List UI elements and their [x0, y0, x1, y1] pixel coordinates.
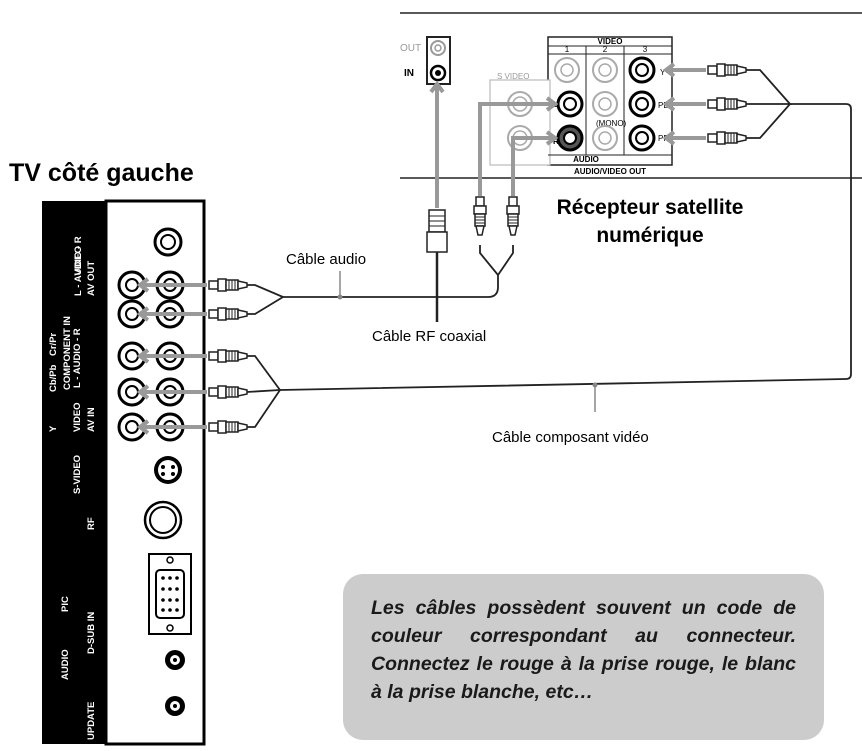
tv-d-sub-connector — [148, 553, 192, 635]
tv-label-audio-lr-top: L - AUDIO - R — [73, 236, 84, 296]
tv-label-video-top: VIDEO — [73, 246, 84, 276]
receiver-video-1-2-jacks — [554, 57, 618, 151]
tv-label-pic: PIC — [60, 596, 71, 612]
tv-side-panel: AV OUT L - AUDIO - R VIDEO COMPONENT IN … — [42, 199, 206, 746]
tv-pc-audio-jack — [165, 650, 185, 670]
audio-cable — [247, 245, 514, 315]
color-code-note: Les câbles possèdent souvent un code de … — [343, 574, 824, 740]
rf-cable-label: Câble RF coaxial — [372, 328, 486, 345]
tv-s-video-jack — [154, 456, 182, 484]
component-video-arrows — [136, 62, 706, 435]
tv-side-title: TV côté gauche — [9, 159, 194, 187]
audio-arrows — [136, 96, 559, 322]
receiver-title-line1: Récepteur satellite — [557, 196, 744, 219]
tv-rf-out-jack — [153, 227, 183, 257]
rf-coaxial-cable — [426, 80, 448, 322]
receiver-rear-panel: OUT IN VIDEO 1 2 3 S VIDEO L R (MONO) AU… — [400, 12, 862, 179]
tv-label-av-in: AV IN — [86, 407, 97, 432]
receiver-label-r: R — [553, 137, 559, 146]
receiver-rf-in-jack — [429, 64, 447, 82]
receiver-label-in: IN — [404, 68, 414, 79]
receiver-title-line2: numérique — [596, 224, 703, 247]
tv-label-rf: RF — [86, 517, 97, 530]
receiver-component-jacks — [628, 56, 656, 152]
tv-label-cb-pb: Cb/Pb — [48, 364, 59, 392]
receiver-label-video: VIDEO — [598, 37, 623, 46]
receiver-label-out: OUT — [400, 43, 421, 54]
tv-update-jack — [165, 696, 185, 716]
receiver-label-pb: PB — [658, 101, 669, 110]
receiver-audio-r-jack — [556, 124, 584, 152]
tv-label-av-out: AV OUT — [86, 261, 97, 296]
receiver-label-av-out: AUDIO/VIDEO OUT — [574, 167, 646, 176]
receiver-label-col3: 3 — [643, 45, 648, 54]
audio-cable-label: Câble audio — [286, 251, 366, 268]
receiver-audio-l-jack — [556, 90, 584, 118]
tv-label-audio-lr-mid: L - AUDIO - R — [72, 328, 83, 388]
component-video-cable — [246, 69, 852, 428]
tv-label-s-video: S-VIDEO — [72, 455, 83, 494]
receiver-label-col2: 2 — [603, 45, 608, 54]
tv-label-d-sub-in: D-SUB IN — [86, 612, 97, 654]
receiver-label-y: Y — [660, 68, 666, 77]
receiver-label-s-video: S VIDEO — [497, 72, 529, 81]
receiver-rf-out-jack — [430, 40, 446, 56]
receiver-label-col1: 1 — [565, 45, 570, 54]
receiver-label-mono: (MONO) — [596, 119, 627, 128]
tv-label-component-in: COMPONENT IN — [62, 316, 73, 390]
tv-label-cr-pr: Cr/Pr — [48, 332, 59, 356]
tv-label-video-mid: VIDEO — [72, 402, 83, 432]
tv-rf-in-jack — [143, 500, 183, 540]
tv-label-y: Y — [48, 425, 59, 432]
receiver-label-audio: AUDIO — [573, 155, 599, 164]
tv-label-update: UPDATE — [86, 702, 97, 740]
component-cable-label: Câble composant vidéo — [492, 429, 649, 446]
tv-label-audio: AUDIO — [60, 649, 71, 680]
